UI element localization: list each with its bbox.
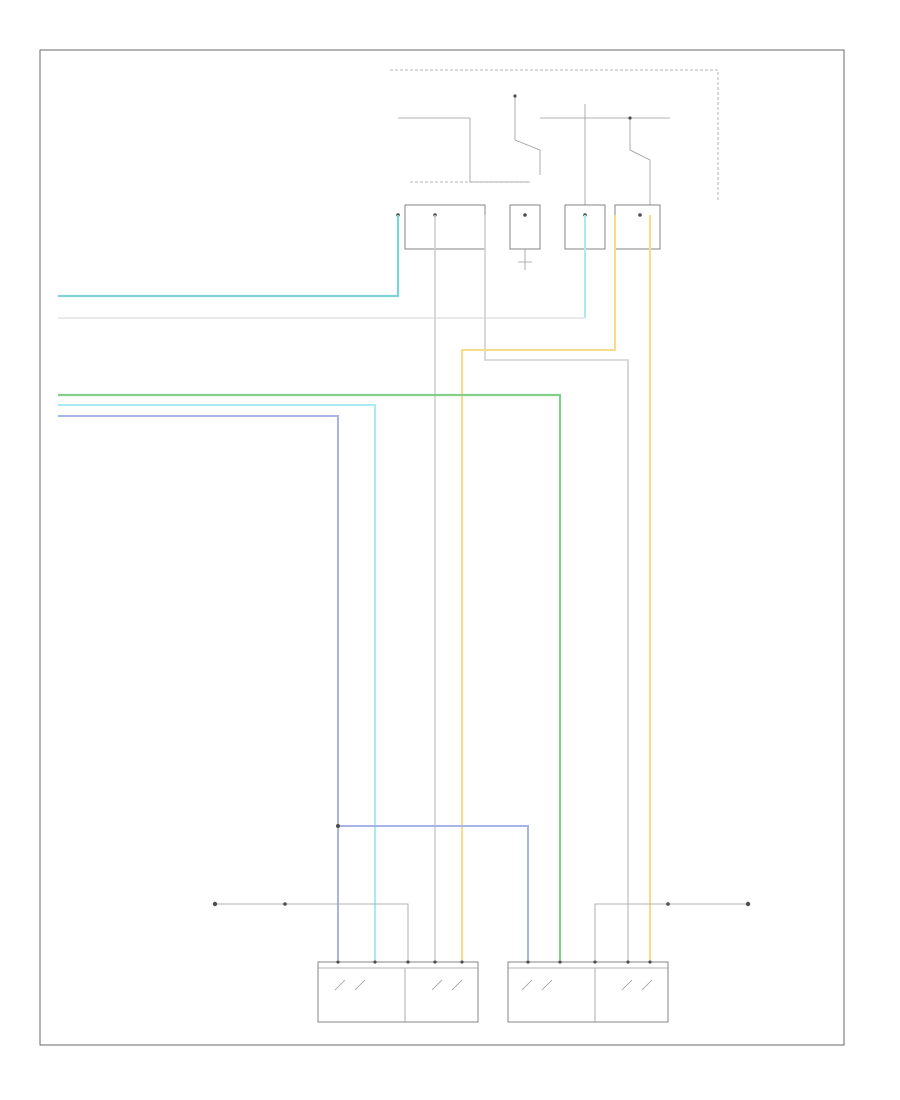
splice-dot xyxy=(336,824,340,828)
center-switch xyxy=(518,249,532,270)
wire-green xyxy=(58,393,562,960)
right-ground xyxy=(594,901,751,960)
right-module xyxy=(507,960,669,1023)
left-module xyxy=(317,960,479,1023)
wire-gray-2 xyxy=(484,215,629,960)
wire-blue xyxy=(58,415,339,960)
wire-teal xyxy=(58,215,400,298)
top-relay-block xyxy=(390,69,719,250)
wire-yellow-1 xyxy=(461,215,616,960)
diagram-frame xyxy=(39,49,845,1046)
left-ground xyxy=(212,901,409,960)
wire-cyan xyxy=(58,404,376,960)
wire-blue-splice xyxy=(338,825,529,960)
